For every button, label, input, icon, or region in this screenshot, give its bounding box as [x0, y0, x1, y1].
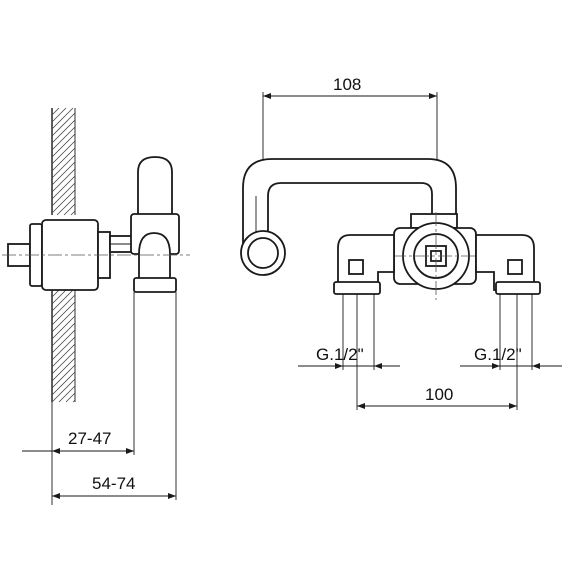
hatch-line [65, 392, 76, 403]
hatch-line [51, 147, 76, 172]
spout-front [240, 158, 457, 276]
hatch-line [63, 203, 76, 216]
connection-left-label: G.1/2" [316, 345, 364, 364]
hatch-line [51, 364, 76, 389]
hatch-line [51, 107, 67, 123]
dimension-connection-left: G.1/2" [298, 345, 400, 369]
hatch-line [56, 196, 76, 216]
hatch-line [51, 107, 74, 130]
hatch-line [51, 289, 67, 305]
hatch-line [51, 168, 76, 193]
hatch-line [51, 182, 76, 207]
wall-hatching [51, 107, 76, 403]
hatch-line [51, 357, 76, 382]
hatch-line [72, 399, 76, 403]
hatch-line [51, 322, 76, 347]
hatch-line [51, 308, 76, 333]
hatch-line [58, 385, 76, 403]
dimension-inlet-spacing: 100 [357, 385, 517, 409]
projection-min-label: 27-47 [68, 429, 111, 448]
dimension-connection-right: G.1/2" [460, 345, 562, 369]
hatch-line [51, 107, 60, 116]
hatch-line [51, 140, 76, 165]
projection-max-label: 54-74 [92, 474, 135, 493]
connection-right-label: G.1/2" [474, 345, 522, 364]
hatch-line [70, 210, 76, 216]
hatch-line [51, 315, 76, 340]
hatch-line [51, 112, 76, 137]
inlet-spacing-label: 100 [425, 385, 453, 404]
hatch-line [51, 371, 76, 396]
dimension-projection-min: 27-47 [22, 402, 134, 505]
hatch-line [51, 289, 74, 312]
hatch-line [51, 294, 76, 319]
hatch-line [51, 189, 76, 214]
hatch-line [51, 329, 76, 354]
hatch-line [51, 289, 60, 298]
hatch-line [51, 343, 76, 368]
inlet-elbow-right [475, 234, 541, 410]
dimension-projection-max: 54-74 [52, 474, 176, 499]
hatch-line [51, 301, 76, 326]
hatch-line [51, 350, 76, 375]
hatch-line [51, 119, 76, 144]
front-view: 108 [240, 75, 562, 410]
hatch-line [51, 154, 76, 179]
inlet-elbow-left [333, 234, 395, 410]
hatch-line [51, 336, 76, 361]
hatch-line [51, 161, 76, 186]
side-view: 27-47 54-74 [2, 107, 190, 505]
valve-body-front [392, 212, 484, 300]
top-width-label: 108 [333, 75, 361, 94]
hatch-line [51, 378, 76, 403]
spout-side [130, 156, 180, 500]
hatch-line [51, 133, 76, 158]
hatch-line [51, 126, 76, 151]
hatch-line [51, 175, 76, 200]
